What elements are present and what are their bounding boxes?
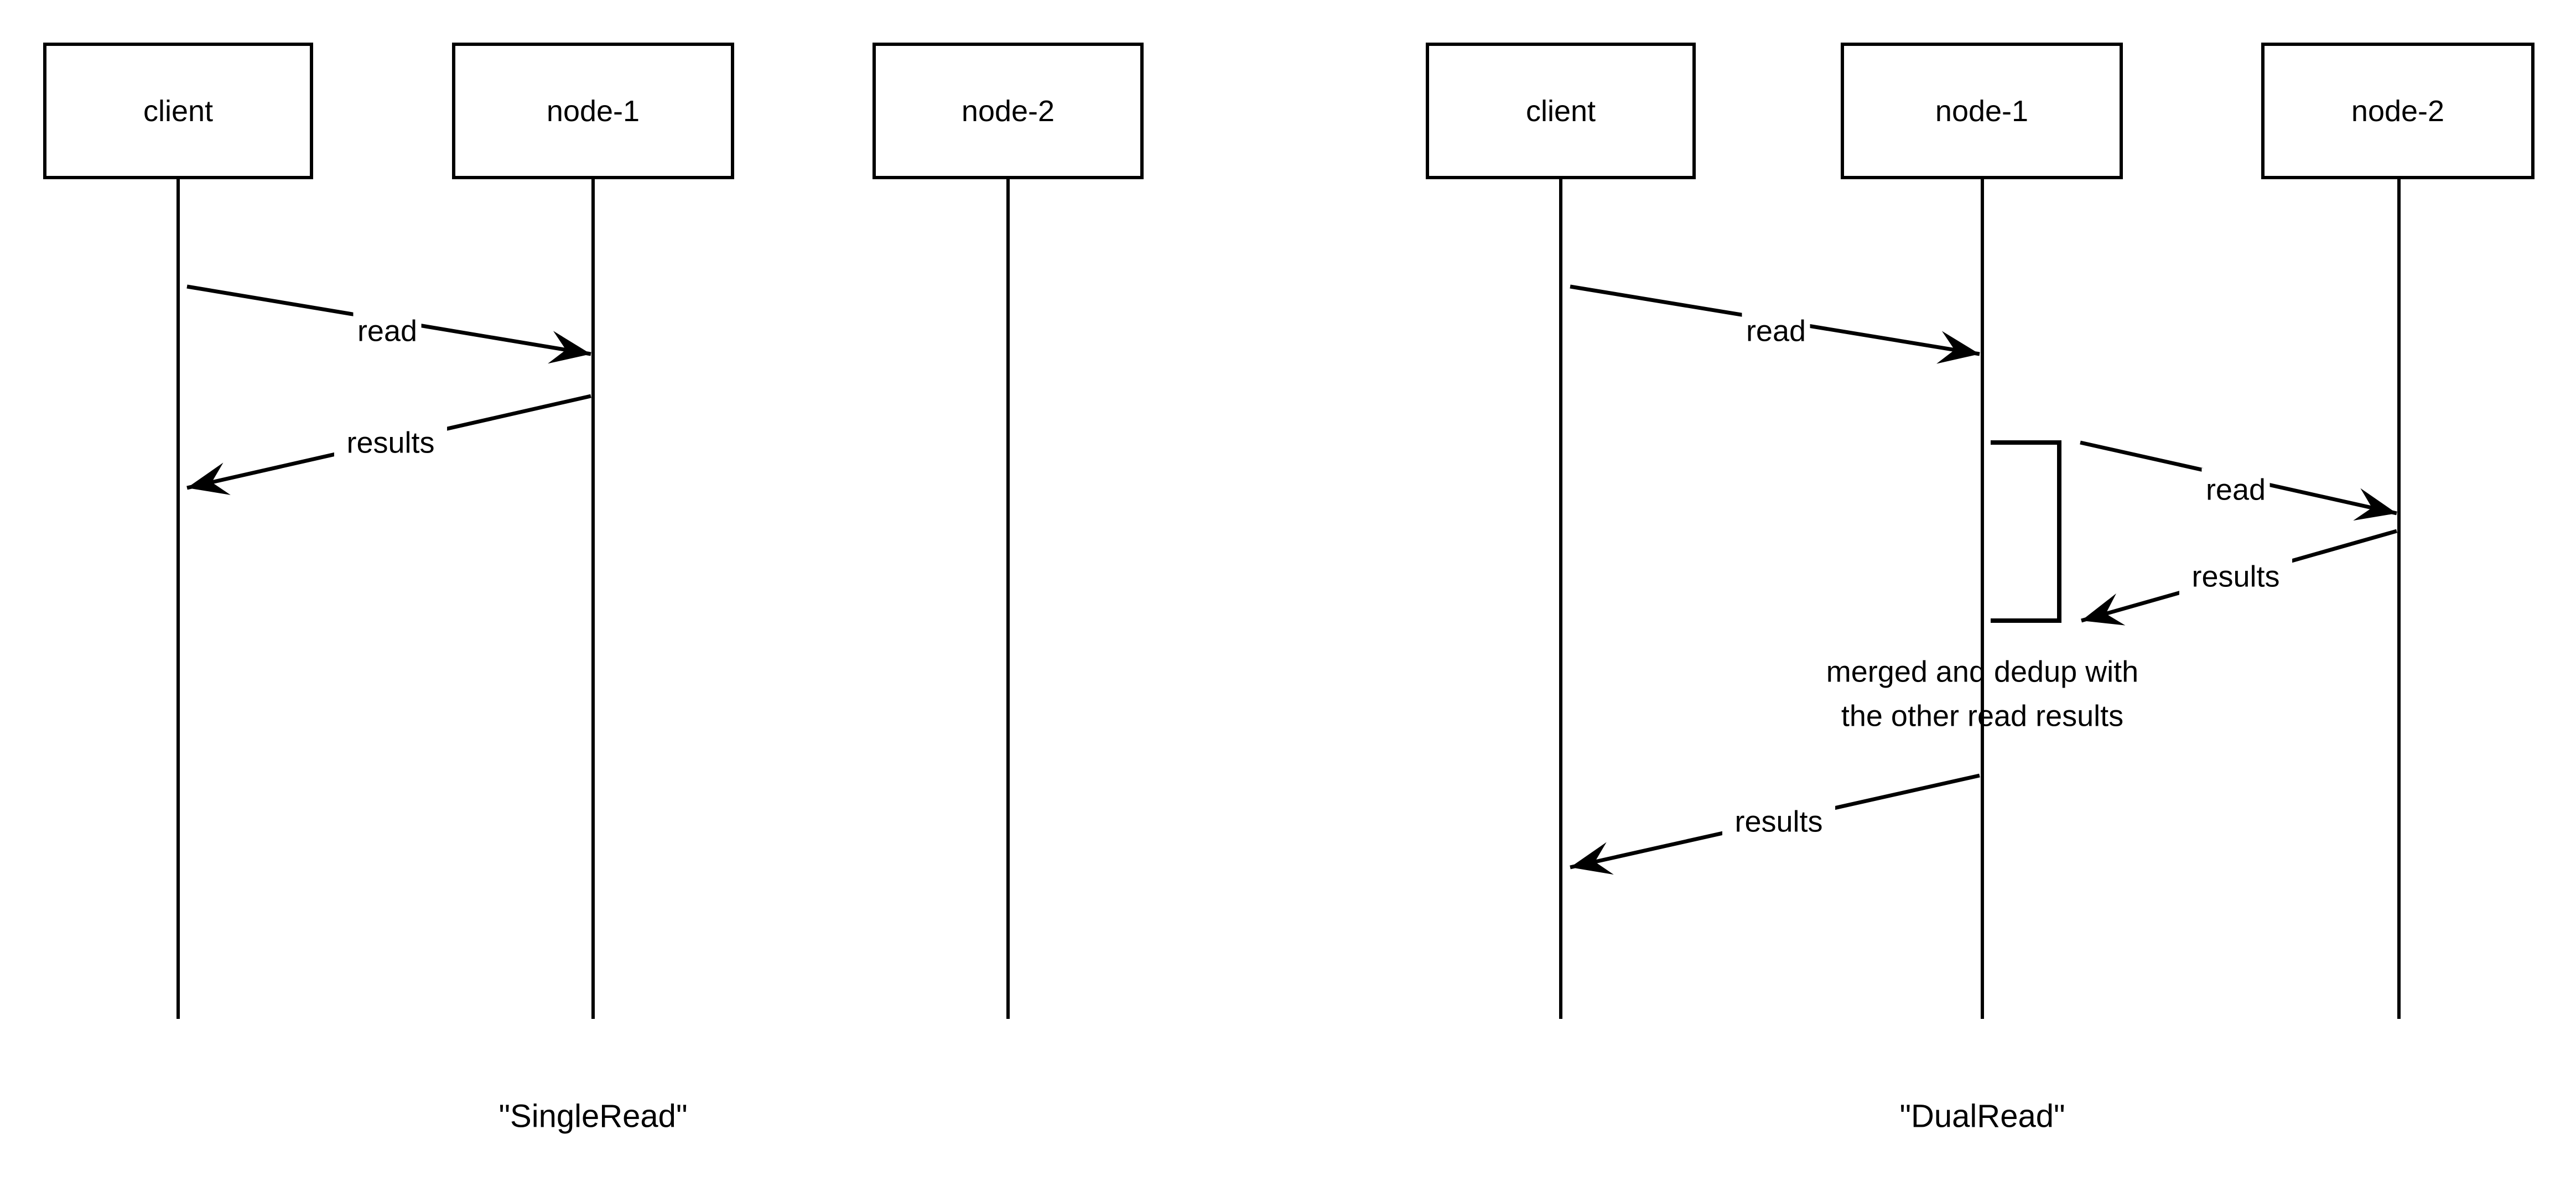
note-line-0-0: merged and dedup with (1826, 655, 2138, 688)
message-label-backdrop-1 (334, 421, 448, 464)
message-label-results-2: results (2191, 560, 2279, 593)
participant-box-node-1[interactable] (1841, 43, 2123, 179)
panel-single-read: client node-1 node-2 read results "SingleRead… (43, 43, 1144, 1134)
message-dual-read-1[interactable]: read (2080, 440, 2397, 521)
arrowhead-read-0 (1936, 331, 1980, 364)
arrowhead-results-2 (2081, 593, 2126, 626)
participant-box-client[interactable] (43, 43, 313, 179)
message-label-backdrop-0 (353, 309, 422, 352)
participant-label-client: client (143, 95, 213, 128)
participant-label-node-1: node-1 (547, 95, 640, 128)
participant-node-1[interactable]: node-1 (1841, 43, 2123, 179)
message-label-backdrop-2 (2179, 555, 2293, 598)
note-dual-read-0: merged and dedup with the other read resu… (1826, 655, 2138, 732)
participant-box-client[interactable] (1426, 43, 1696, 179)
panel-dual-read: client node-1 node-2 read read results results… (1426, 43, 2535, 1134)
arrowhead-results-3 (1570, 842, 1614, 875)
message-dual-read-3[interactable]: results (1570, 773, 1980, 875)
message-single-read-1[interactable]: results (186, 394, 591, 495)
message-label-backdrop-0 (1742, 309, 1810, 352)
note-line-0-1: the other read results (1841, 699, 2123, 732)
message-single-read-0[interactable]: read (186, 284, 591, 364)
participant-box-node-2[interactable] (2261, 43, 2535, 179)
message-label-results-3: results (1734, 805, 1822, 838)
arrowhead-read-1 (2353, 488, 2397, 521)
participant-label-node-1: node-1 (1935, 95, 2028, 128)
participant-node-2[interactable]: node-2 (2261, 43, 2535, 179)
activation-bar-node-1-0 (1991, 440, 2061, 623)
message-dual-read-0[interactable]: read (1570, 284, 1980, 364)
participant-node-1[interactable]: node-1 (452, 43, 734, 179)
participant-label-node-2: node-2 (962, 95, 1055, 128)
message-dual-read-2[interactable]: results (2081, 529, 2397, 626)
message-label-results-1: results (346, 426, 434, 459)
arrowhead-read-0 (548, 331, 591, 364)
participant-box-node-1[interactable] (452, 43, 734, 179)
message-label-backdrop-3 (1722, 800, 1836, 843)
participant-client[interactable]: client (43, 43, 313, 179)
message-label-backdrop-1 (2201, 468, 2270, 511)
participant-node-2[interactable]: node-2 (872, 43, 1144, 179)
arrowhead-results-1 (187, 462, 231, 495)
participant-label-node-2: node-2 (2351, 95, 2444, 128)
panel-caption-dual-read: "DualRead" (1899, 1098, 2065, 1134)
participant-client[interactable]: client (1426, 43, 1696, 179)
participant-label-client: client (1526, 95, 1596, 128)
participant-box-node-2[interactable] (872, 43, 1144, 179)
message-label-read-0: read (1746, 314, 1806, 347)
message-label-read-1: read (2206, 473, 2266, 506)
message-label-read-0: read (357, 314, 417, 347)
panel-caption-single-read: "SingleRead" (498, 1098, 687, 1134)
